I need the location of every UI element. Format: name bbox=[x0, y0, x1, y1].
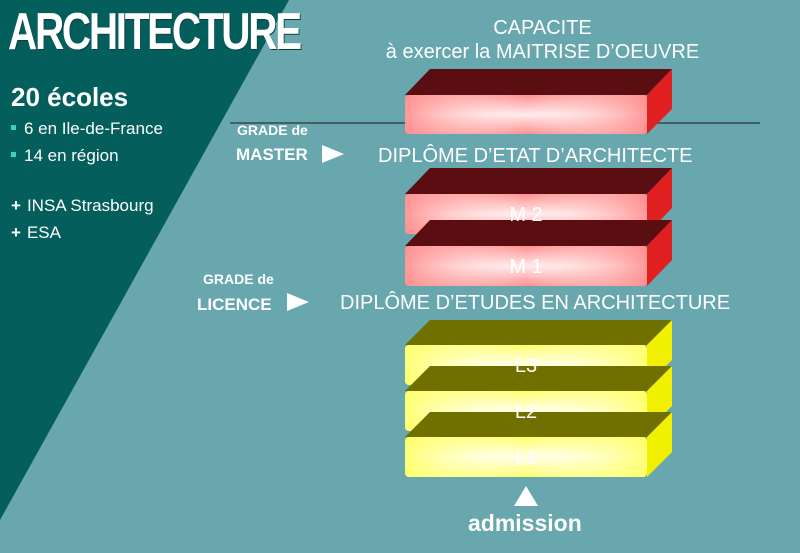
ecoles-count: 20 écoles bbox=[11, 82, 129, 112]
bullet-square-icon bbox=[11, 152, 16, 158]
l3-label: L3 bbox=[514, 355, 538, 377]
master-diploma: DIPLÔME D’ETAT D’ARCHITECTE bbox=[378, 145, 693, 167]
licence-diploma: DIPLÔME D’ETUDES EN ARCHITECTURE bbox=[340, 292, 731, 314]
admission-arrow-icon bbox=[514, 486, 538, 506]
plus-icon: + bbox=[11, 223, 21, 242]
m1-block bbox=[405, 220, 672, 286]
l1-block bbox=[405, 412, 672, 477]
master-grade-label: GRADE de bbox=[237, 122, 308, 138]
bullet-item-idf: 6 en Ile-de-France bbox=[11, 119, 163, 139]
plus-icon: + bbox=[11, 196, 21, 215]
l1-label: L1 bbox=[514, 447, 538, 469]
l2-label: L2 bbox=[514, 401, 538, 423]
plus-item-esa: +ESA bbox=[11, 223, 61, 242]
plus-item-insa: +INSA Strasbourg bbox=[11, 196, 154, 215]
licence-arrow-icon bbox=[287, 293, 309, 311]
admission-label: admission bbox=[468, 510, 582, 536]
page-title: ARCHITECTURE bbox=[8, 3, 302, 61]
licence-grade-label: GRADE de bbox=[203, 271, 274, 287]
m2-label: M 2 bbox=[509, 204, 543, 226]
bullet-square-icon bbox=[11, 125, 16, 131]
master-grade-name: MASTER bbox=[236, 145, 308, 164]
capacite-block bbox=[405, 69, 672, 134]
capacite-title: CAPACITE bbox=[493, 17, 592, 39]
capacite-subtitle: à exercer la MAITRISE D’OEUVRE bbox=[385, 41, 700, 63]
master-arrow-icon bbox=[322, 145, 344, 163]
bullet-item-region: 14 en région bbox=[11, 146, 119, 166]
licence-grade-name: LICENCE bbox=[197, 295, 272, 314]
m1-label: M 1 bbox=[509, 256, 543, 278]
